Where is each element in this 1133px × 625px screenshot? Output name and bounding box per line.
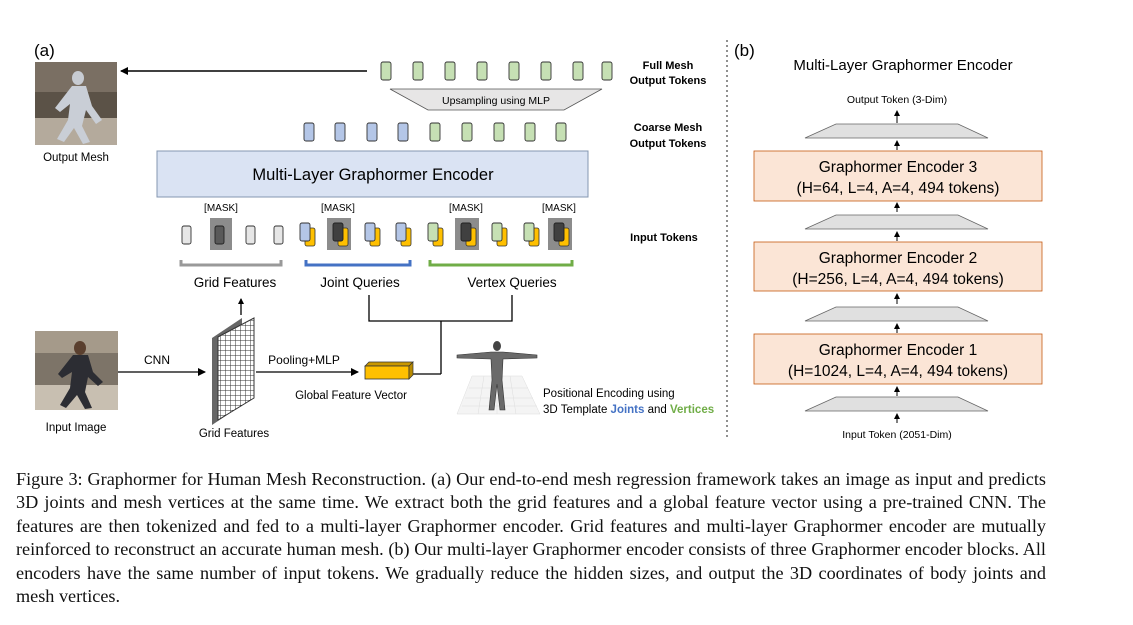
positional-label-2: 3D Template Joints and Vertices (543, 404, 714, 416)
pooling-label: Pooling+MLP (268, 353, 340, 367)
projection-trapezoid (804, 214, 989, 230)
coarse-mesh-label-2: Output Tokens (630, 138, 707, 150)
global-feature-label: Global Feature Vector (295, 390, 407, 402)
projection-trapezoid (804, 306, 989, 322)
projection-trapezoid (804, 123, 989, 139)
joint-queries-bracket (304, 260, 412, 267)
grid-features-label: Grid Features (194, 275, 277, 290)
input-tokens-label: Input Tokens (630, 232, 698, 244)
graphormer-encoder-1-params: (H=1024, L=4, A=4, 494 tokens) (788, 363, 1008, 380)
figure-diagram: (a) Output Mesh Full Mesh Output Tokens … (34, 40, 1043, 441)
input-token-label: Input Token (2051-Dim) (842, 429, 952, 441)
upsampling-label: Upsampling using MLP (442, 95, 550, 107)
joint-queries-label: Joint Queries (320, 275, 400, 290)
cnn-label: CNN (144, 353, 170, 367)
graphormer-encoder-3-params: (H=64, L=4, A=4, 494 tokens) (797, 180, 1000, 197)
graphormer-encoder-2-params: (H=256, L=4, A=4, 494 tokens) (792, 271, 1004, 288)
grid-features-bottom-label: Grid Features (199, 428, 270, 440)
grid-features-bracket (179, 260, 283, 267)
vertex-queries-bracket (428, 260, 574, 267)
panel-b-label: (b) (734, 41, 755, 60)
graphormer-encoder-3-box (753, 150, 1043, 202)
input-image (35, 331, 118, 410)
output-mesh-label: Output Mesh (43, 152, 109, 164)
full-mesh-tokens (380, 61, 613, 81)
graphormer-encoder-1-box (753, 333, 1043, 385)
panel-b-title: Multi-Layer Graphormer Encoder (793, 57, 1012, 74)
graphormer-encoder-box (156, 150, 589, 198)
output-mesh-image (35, 62, 117, 145)
queries-connector (368, 295, 513, 322)
input-image-label: Input Image (46, 422, 107, 434)
graphormer-encoder-2-box (753, 241, 1043, 292)
input-tokens (181, 218, 572, 250)
mask-label: [MASK] (321, 203, 355, 214)
panel-a-label: (a) (34, 41, 55, 60)
template-mesh-figure (456, 341, 541, 415)
figure-caption: Figure 3: Graphormer for Human Mesh Reco… (16, 469, 1046, 607)
mask-label: [MASK] (204, 203, 238, 214)
projection-trapezoid (804, 396, 989, 412)
full-mesh-label-2: Output Tokens (630, 75, 707, 87)
mask-label: [MASK] (542, 203, 576, 214)
grid-features-cube (212, 317, 255, 425)
joints-word: Joints (611, 404, 645, 416)
graphormer-encoder-1-name: Graphormer Encoder 1 (819, 342, 978, 359)
global-feature-vector (364, 361, 414, 380)
full-mesh-label-1: Full Mesh (643, 60, 694, 72)
vertex-queries-label: Vertex Queries (467, 275, 557, 290)
graphormer-encoder-label: Multi-Layer Graphormer Encoder (252, 166, 494, 184)
vertices-word: Vertices (670, 404, 714, 416)
coarse-mesh-tokens (303, 122, 567, 142)
output-token-label: Output Token (3-Dim) (847, 94, 947, 106)
upsampling-block (389, 88, 603, 111)
coarse-mesh-label-1: Coarse Mesh (634, 122, 703, 134)
graphormer-encoder-2-name: Graphormer Encoder 2 (819, 250, 978, 267)
graphormer-encoder-3-name: Graphormer Encoder 3 (819, 159, 978, 176)
positional-label-1: Positional Encoding using (543, 388, 675, 400)
mask-label: [MASK] (449, 203, 483, 214)
